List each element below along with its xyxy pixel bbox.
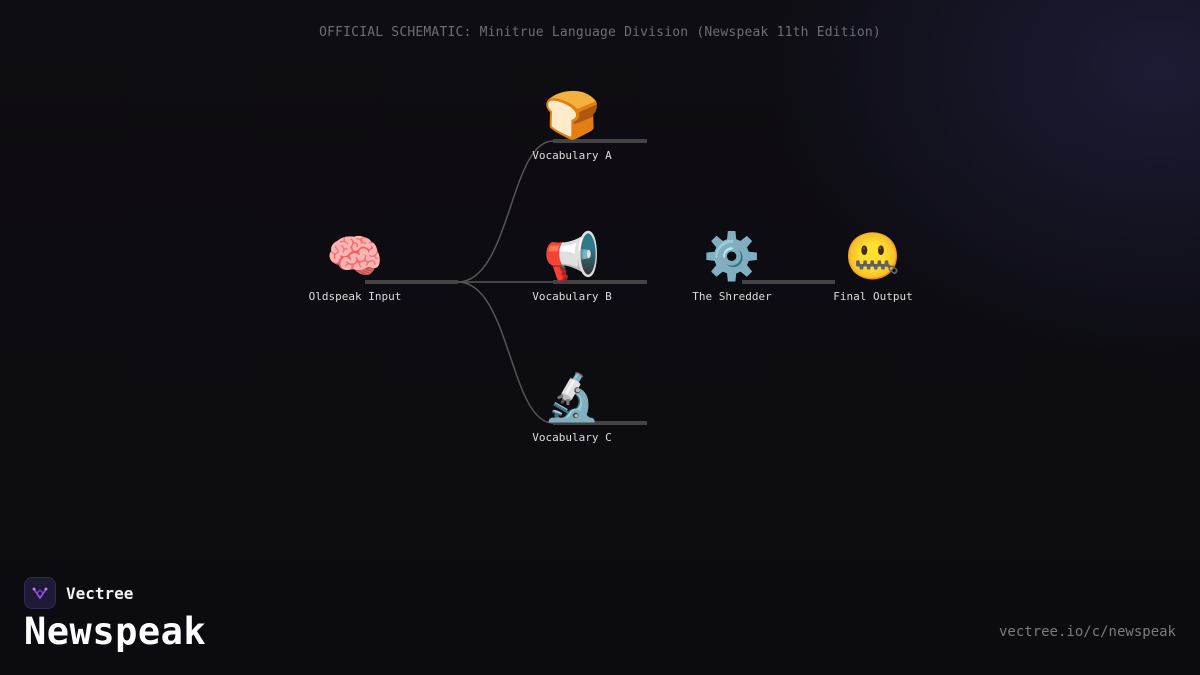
gear-icon: ⚙️ <box>703 229 761 283</box>
node-label: Vocabulary A <box>532 149 612 162</box>
brand-name: Vectree <box>66 583 134 603</box>
microscope-icon: 🔬 <box>543 370 601 424</box>
vectree-logo-icon <box>24 577 56 609</box>
bread-icon: 🍞 <box>543 88 601 142</box>
brain-icon: 🧠 <box>326 229 384 283</box>
node-label: Vocabulary C <box>532 431 612 444</box>
megaphone-icon: 📢 <box>543 229 601 283</box>
node-vocabulary-b[interactable]: 📢 Vocabulary B <box>502 226 642 303</box>
node-oldspeak-input[interactable]: 🧠 Oldspeak Input <box>285 226 425 303</box>
brand[interactable]: Vectree <box>24 577 133 609</box>
node-label: The Shredder <box>692 290 772 303</box>
page-url[interactable]: vectree.io/c/newspeak <box>998 624 1176 640</box>
node-vocabulary-c[interactable]: 🔬 Vocabulary C <box>502 367 642 444</box>
node-the-shredder[interactable]: ⚙️ The Shredder <box>662 226 802 303</box>
zipper-mouth-face-icon: 🤐 <box>844 229 902 283</box>
node-label: Oldspeak Input <box>308 290 402 303</box>
schematic-heading: OFFICIAL SCHEMATIC: Minitrue Language Di… <box>319 25 881 40</box>
page-title: Newspeak <box>24 610 207 653</box>
node-vocabulary-a[interactable]: 🍞 Vocabulary A <box>502 85 642 162</box>
node-final-output[interactable]: 🤐 Final Output <box>803 226 943 303</box>
node-label: Vocabulary B <box>532 290 612 303</box>
node-label: Final Output <box>833 290 913 303</box>
edge-oldspeak-to-vocabulary-c <box>457 281 554 424</box>
edge-oldspeak-to-vocabulary-a <box>457 140 554 283</box>
